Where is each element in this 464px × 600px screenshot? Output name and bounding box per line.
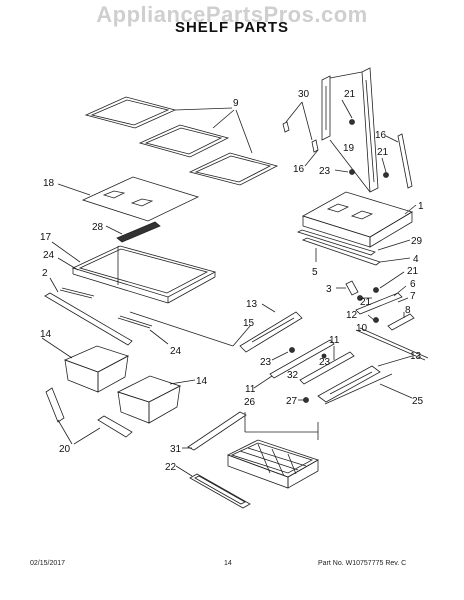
glass-shelf-top-middle: [138, 124, 230, 158]
callout-13-a: 13: [246, 299, 258, 310]
callout-16-a: 16: [375, 130, 387, 141]
callout-7: 7: [410, 291, 416, 302]
footer-part-number: Part No. W10757775 Rev. C: [318, 560, 407, 567]
drawer-handle-22: [189, 473, 251, 509]
callout-30: 30: [298, 89, 310, 100]
callout-25: 25: [412, 396, 424, 407]
callout-23-c: 23: [319, 357, 331, 368]
callout-23-b: 23: [260, 357, 272, 368]
callout-2: 2: [42, 268, 48, 279]
page-title: SHELF PARTS: [174, 19, 290, 36]
callout-19: 19: [343, 143, 355, 154]
bracket-16: [397, 133, 413, 189]
shelf-trim-28: [116, 221, 161, 243]
callout-22: 22: [165, 462, 177, 473]
callout-24-b: 24: [170, 346, 182, 357]
callout-20: 20: [59, 444, 71, 455]
callout-23-a: 23: [319, 166, 331, 177]
callout-14-a: 14: [40, 329, 52, 340]
slide-8: [387, 313, 415, 331]
crisper-bin-14-right: [116, 375, 182, 424]
callout-27: 27: [286, 396, 298, 407]
footer-date: 02/15/2017: [30, 560, 66, 567]
callout-3: 3: [326, 284, 332, 295]
callout-14-b: 14: [196, 376, 208, 387]
callout-4: 4: [413, 254, 419, 265]
callout-21-c: 21: [407, 266, 419, 277]
callout-6: 6: [410, 279, 416, 290]
callout-29: 29: [411, 236, 423, 247]
callout-24-a: 24: [43, 250, 55, 261]
callout-17: 17: [40, 232, 52, 243]
callout-28: 28: [92, 222, 104, 233]
callout-11-b: 11: [245, 384, 256, 395]
callout-18: 18: [43, 178, 55, 189]
drawer-cover-31: [187, 411, 247, 451]
rail-right: [361, 67, 379, 193]
crisper-bin-14-top: [63, 345, 130, 393]
callout-13-b: 13: [410, 351, 422, 362]
callout-16-b: 16: [293, 164, 305, 175]
rail-13-left: [239, 311, 303, 353]
slide-11-b: [299, 351, 355, 385]
callout-8: 8: [405, 305, 411, 316]
callout-1: 1: [418, 201, 424, 212]
shelf-frame-17: [71, 245, 217, 304]
glass-shelf-top-left: [84, 96, 177, 129]
glass-shelf-top-right: [188, 152, 279, 186]
bin-handle-20-a: [45, 387, 65, 423]
bin-handle-20-b: [97, 415, 133, 438]
glass-shelf-18: [81, 176, 200, 222]
trim-29: [296, 229, 376, 256]
watermark: AppliancePartsPros.com: [96, 2, 368, 27]
shelf-1: [301, 191, 413, 248]
callout-11-a: 11: [329, 335, 340, 346]
rail-13-right: [317, 365, 381, 403]
callout-5: 5: [312, 267, 318, 278]
bracket-3: [345, 280, 359, 296]
slide-7: [355, 292, 403, 315]
callout-10: 10: [356, 323, 368, 334]
callout-31: 31: [170, 444, 182, 455]
rail-19: [321, 75, 331, 141]
slide-11: [269, 339, 335, 379]
callout-21-b: 21: [377, 147, 389, 158]
callout-26: 26: [244, 397, 256, 408]
deli-drawer-26: [226, 439, 319, 489]
callout-9: 9: [233, 98, 239, 109]
callout-12: 12: [346, 310, 358, 321]
trim-2: [44, 292, 133, 346]
footer-page-number: 14: [224, 560, 232, 567]
callout-21-d: 21: [360, 297, 372, 308]
callout-21-a: 21: [344, 89, 356, 100]
callout-32: 32: [287, 370, 299, 381]
callout-15: 15: [243, 318, 255, 329]
